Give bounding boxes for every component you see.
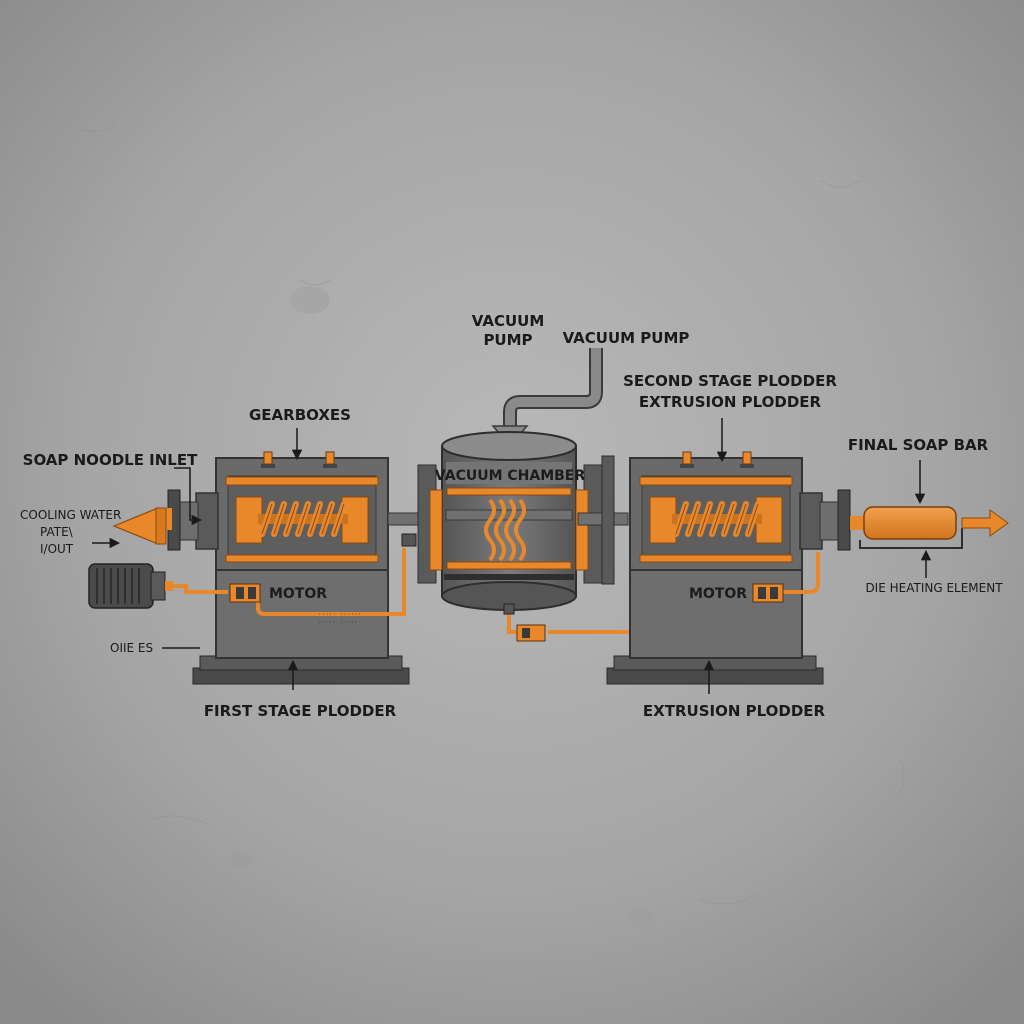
gearbox-icon: [680, 451, 754, 468]
svg-text:COOLING WATER: COOLING WATER: [20, 508, 121, 522]
die-heating-element-label: DIE HEATING ELEMENT: [865, 581, 1003, 595]
gearbox-icon: [261, 451, 337, 468]
vacuum-pump-label: VACUUM PUMP: [563, 329, 690, 347]
first-stage-plodder: ····· ······ ····· ·····: [88, 451, 441, 685]
vacuum-chamber-icon: [417, 348, 603, 611]
motor-label-left: MOTOR: [269, 586, 327, 602]
soap-noodle-inlet-label: SOAP NOODLE INLET: [23, 451, 198, 469]
cone-nozzle-icon: [112, 507, 167, 545]
svg-text:PATE\: PATE\: [40, 525, 74, 539]
left-nameplate-text: ····· ······: [318, 611, 361, 618]
right-orange-pipe: [782, 552, 820, 594]
pipe-fitting-icon: [229, 583, 261, 603]
svg-text:····· ·····: ····· ·····: [318, 619, 358, 626]
auger-screw-icon: [672, 501, 762, 537]
extrusion-plodder: [601, 451, 864, 685]
motor-icon: [88, 563, 173, 609]
pipe-fitting-icon: [516, 624, 546, 642]
second-stage-label-line-1: SECOND STAGE PLODDER: [623, 372, 837, 390]
output-arrow-icon: [961, 509, 1009, 537]
soap-bar-icon: [859, 506, 963, 549]
svg-text:I/OUT: I/OUT: [40, 542, 74, 556]
vacuum-chamber-label: VACUUM CHAMBER: [435, 468, 586, 484]
extrusion-plodder-label: EXTRUSION PLODDER: [643, 702, 826, 720]
final-soap-bar-label: FINAL SOAP BAR: [848, 436, 989, 454]
motor-label-right: MOTOR: [689, 586, 747, 602]
vacuum-pump-label-line-1: VACUUM: [472, 312, 545, 330]
vacuum-pump-label-line-2: PUMP: [483, 331, 532, 349]
second-stage-label-line-2: EXTRUSION PLODDER: [639, 393, 822, 411]
cooling-water-label: COOLING WATER PATE\ I/OUT: [20, 508, 121, 556]
background-blotches: [226, 286, 923, 928]
gearboxes-label: GEARBOXES: [249, 406, 351, 424]
first-stage-plodder-label: FIRST STAGE PLODDER: [204, 702, 397, 720]
oilies-label: OIIE ES: [110, 641, 153, 655]
background-texture: [59, 119, 905, 905]
left-orange-pipe: [173, 548, 406, 616]
pipe-fitting-icon: [752, 583, 784, 603]
auger-screw-icon: [258, 501, 348, 537]
label-vacuum-pump-1: VACUUM PUMP: [472, 312, 545, 349]
